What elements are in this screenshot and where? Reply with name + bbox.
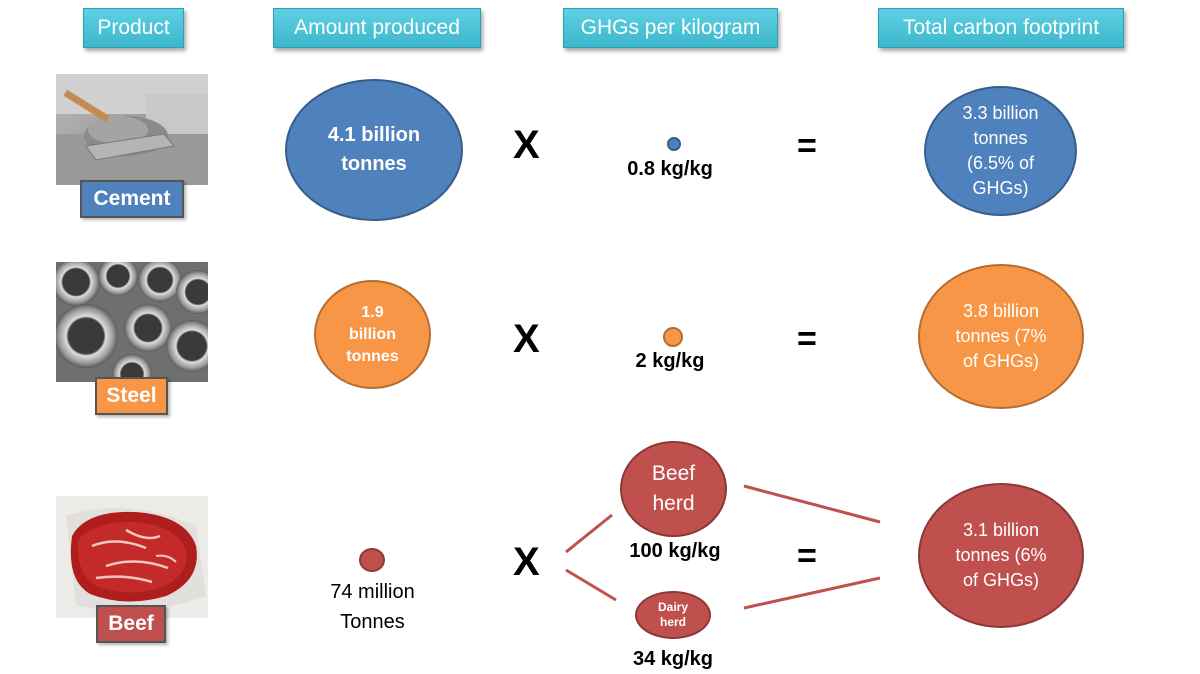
beef-herd-ellipse: Beef herd <box>620 441 727 537</box>
header-amount-produced: Amount produced <box>273 8 481 48</box>
beef-photo <box>56 496 208 618</box>
steel-ghg-per-kg: 2 kg/kg <box>635 350 705 372</box>
steel-amount-ellipse: 1.9 billion tonnes <box>314 280 431 389</box>
steel-total-text: 3.8 billion tonnes (7% of GHGs) <box>955 301 1047 371</box>
steel-times-sign: X <box>513 317 540 361</box>
steel-equals-sign: = <box>797 320 817 358</box>
cement-photo <box>56 74 208 185</box>
beef-label: Beef <box>96 605 166 643</box>
header-ghgs-per-kilogram: GHGs per kilogram <box>563 8 778 48</box>
steel-amount-text: 1.9 billion tonnes <box>346 303 399 365</box>
steel-label: Steel <box>95 377 168 415</box>
cement-amount-ellipse: 4.1 billion tonnes <box>285 79 463 221</box>
header-product: Product <box>83 8 184 48</box>
cement-total-ellipse: 3.3 billion tonnes (6.5% of GHGs) <box>924 86 1077 216</box>
beef-amount-text: 74 million Tonnes <box>330 581 415 633</box>
beef-herd-text: Beef herd <box>651 462 696 515</box>
header-total-carbon-footprint: Total carbon footprint <box>878 8 1124 48</box>
steel-total-ellipse: 3.8 billion tonnes (7% of GHGs) <box>918 264 1084 409</box>
steel-photo <box>56 262 208 382</box>
connector-dairy-herd-to-total <box>743 576 881 610</box>
cement-ghg-dot <box>667 137 681 151</box>
connector-times-to-beef-herd <box>565 513 613 554</box>
connector-beef-herd-to-total <box>743 484 881 524</box>
cement-equals-sign: = <box>797 127 817 165</box>
cement-times-sign: X <box>513 123 540 167</box>
beef-total-text: 3.1 billion tonnes (6% of GHGs) <box>955 520 1047 590</box>
steel-ghg-dot <box>663 327 683 347</box>
beef-amount-dot <box>359 548 385 572</box>
cement-ghg-per-kg: 0.8 kg/kg <box>627 158 713 180</box>
beef-equals-sign: = <box>797 537 817 575</box>
cement-amount-text: 4.1 billion tonnes <box>327 124 421 175</box>
beef-times-sign: X <box>513 540 540 584</box>
beef-total-ellipse: 3.1 billion tonnes (6% of GHGs) <box>918 483 1084 628</box>
dairy-herd-ellipse: Dairy herd <box>635 591 711 639</box>
dairy-herd-per-kg: 34 kg/kg <box>632 648 714 670</box>
connector-times-to-dairy-herd <box>565 568 617 602</box>
cement-total-text: 3.3 billion tonnes (6.5% of GHGs) <box>962 103 1039 198</box>
beef-herd-per-kg: 100 kg/kg <box>629 540 721 562</box>
dairy-herd-text: Dairy herd <box>657 600 689 629</box>
cement-label: Cement <box>80 180 184 218</box>
